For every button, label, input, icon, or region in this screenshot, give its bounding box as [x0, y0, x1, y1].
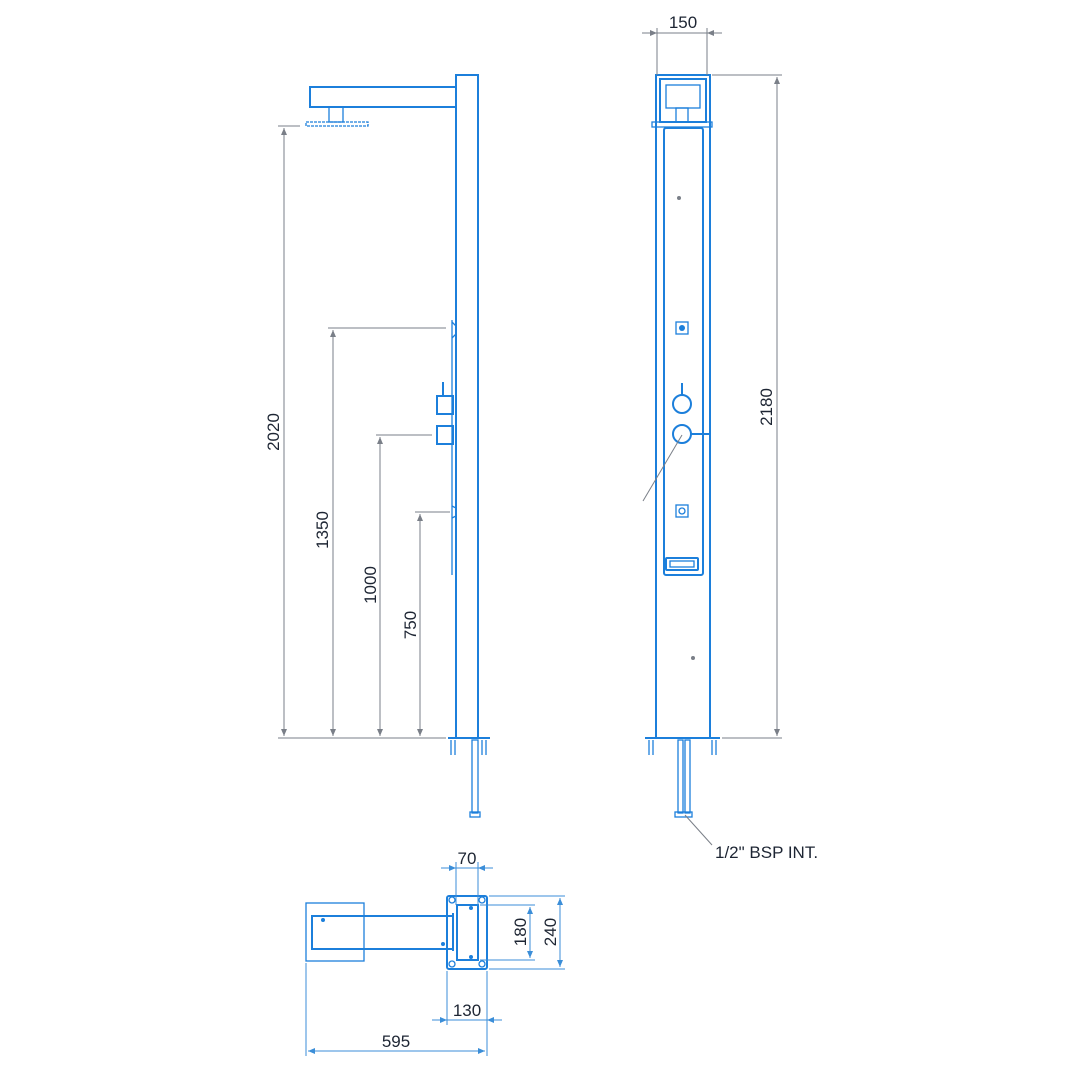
leader-line	[642, 434, 683, 502]
dim-70: 70	[458, 849, 477, 868]
diverter-knob	[672, 424, 692, 444]
plan-view: 70 180 240 130 595	[305, 849, 565, 1056]
front-feet	[645, 737, 720, 818]
control-panel	[663, 127, 704, 576]
dim-240: 240	[541, 918, 560, 946]
slot-plate	[665, 557, 699, 571]
plan-arm	[311, 915, 454, 950]
connection-label: 1/2" BSP INT.	[715, 843, 818, 862]
shower-neck	[328, 106, 344, 123]
bolt-hole	[478, 960, 486, 968]
base-plate	[446, 895, 488, 970]
front-shower-neck	[675, 107, 689, 123]
dim-1000: 1000	[361, 566, 380, 604]
dim-130: 130	[453, 1001, 481, 1020]
dim-150: 150	[669, 13, 697, 32]
dim-180: 180	[511, 918, 530, 946]
top-box-inner	[665, 84, 701, 109]
screw-dot	[691, 656, 695, 660]
dim-2020: 2020	[264, 413, 283, 451]
front-view: 150 2180 1/2" BSP INT.	[642, 13, 818, 862]
dim-595: 595	[382, 1032, 410, 1051]
jet-nozzle-icon	[679, 325, 685, 331]
dim-2180: 2180	[757, 388, 776, 426]
head-outline	[305, 902, 365, 962]
side-diverter	[436, 425, 454, 445]
body-jet-lower	[675, 504, 689, 518]
body-jet-upper	[675, 321, 689, 335]
side-jet-icon-lower	[451, 505, 457, 519]
side-column	[455, 74, 479, 739]
side-feet	[448, 737, 490, 818]
side-jet-icon	[451, 321, 457, 339]
jet-nozzle-icon	[678, 507, 686, 515]
bolt-hole	[448, 896, 456, 904]
plan-column	[456, 904, 479, 961]
shower-head	[305, 121, 369, 127]
dim-750: 750	[401, 611, 420, 639]
screw-dot	[677, 196, 681, 200]
dim-1350: 1350	[313, 511, 332, 549]
side-view: 2020 1350 1000 750	[264, 74, 490, 818]
bolt-hole	[448, 960, 456, 968]
mixer-knob	[672, 394, 692, 414]
bsp-leader	[684, 814, 713, 846]
bolt-hole	[478, 896, 486, 904]
shower-arm	[309, 86, 457, 108]
side-mixer-valve	[436, 395, 454, 415]
slot-opening	[669, 560, 695, 568]
